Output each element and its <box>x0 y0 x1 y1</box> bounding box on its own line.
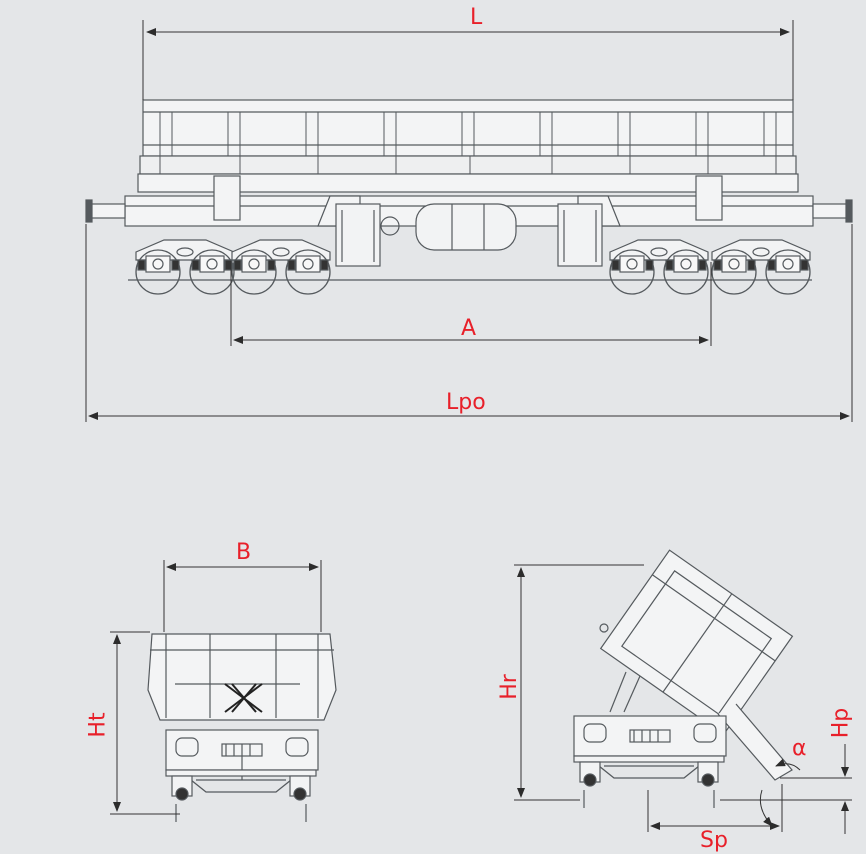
side-view <box>85 99 853 295</box>
dim-label-Hp: Hp <box>828 707 854 739</box>
tipping-view <box>573 549 794 809</box>
dim-label-Ht: Ht <box>85 712 111 738</box>
dim-label-Lpo: Lpo <box>446 390 486 415</box>
dim-label-B: B <box>236 540 252 565</box>
end-view-dimensions <box>110 560 322 815</box>
dim-label-alpha: α <box>792 736 807 761</box>
dim-label-A: A <box>461 316 477 341</box>
dim-label-Sp: Sp <box>700 828 728 853</box>
dim-label-Hr: Hr <box>496 674 522 700</box>
tipping-view-dimensions <box>514 564 852 834</box>
end-view <box>147 633 337 823</box>
dim-label-L: L <box>470 5 483 30</box>
side-view-dimensions <box>85 20 853 422</box>
